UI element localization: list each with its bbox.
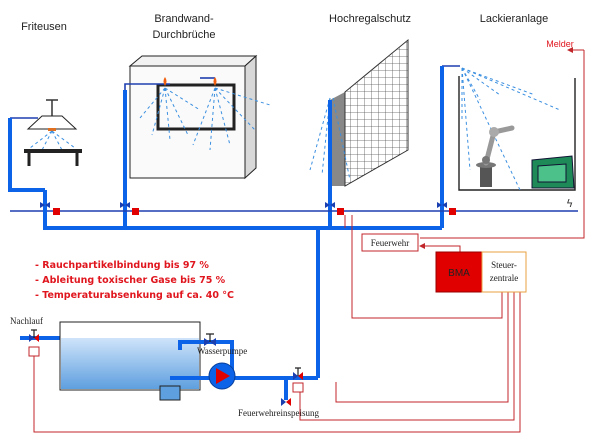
flow-switches [53,208,456,215]
main-pipe [43,190,442,230]
fire-brigade-label: Feuerwehr [371,238,409,248]
flame-icon [163,77,217,86]
signal-lines [33,47,585,433]
bma-label: BMA [448,268,470,279]
robot-icon [476,125,515,187]
pump-valve-icon [204,333,216,346]
label-brandwand-1: Brandwand- [154,13,214,25]
paint-shop-icon [440,65,576,228]
label-brandwand-2: Durchbrüche [153,29,216,41]
label-lackier: Lackieranlage [480,13,549,25]
feed-valve-icon [281,398,291,406]
zone-valves [40,202,447,208]
fryer-icon [8,99,82,192]
car-body-icon [531,155,575,189]
detector-symbol-icon: ϟ [566,197,573,210]
water-pump-icon [208,362,236,390]
fire-feed-label: Feuerwehreinspeisung [238,408,319,418]
label-melder: Melder [546,39,574,49]
control-center-label-2: zentrale [490,273,518,283]
benefit-1: - Rauchpartikelbindung bis 97 % [35,260,209,271]
label-friteusen: Friteusen [21,21,67,33]
control-center-label-1: Steuer- [491,260,517,270]
fire-brigade-box [361,233,419,252]
pump-label: Wasserpumpe [197,346,247,356]
check-valve-icon [292,367,304,393]
label-hochregal: Hochregalschutz [329,13,411,25]
water-tank-icon [59,321,201,401]
benefit-2: - Ableitung toxischer Gase bis 75 % [35,275,226,286]
firewall-opening-icon [123,54,271,228]
high-rack-icon [309,38,409,228]
nachlauf-label: Nachlauf [10,316,43,326]
benefit-3: - Temperaturabsenkung auf ca. 40 °C [35,290,234,301]
control-center-box [481,251,527,293]
inflow-valve-icon [28,329,40,357]
